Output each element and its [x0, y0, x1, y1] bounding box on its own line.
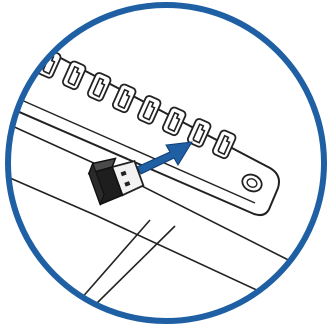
magnifier-ring [5, 2, 327, 324]
usb-port-icon [86, 72, 112, 102]
usb-port-icon [161, 106, 187, 137]
usb-port-icon [61, 60, 87, 91]
usb-port-icon [186, 118, 212, 148]
insert-arrow-icon [136, 141, 193, 175]
usb-ports [36, 49, 237, 160]
power-button-icon [241, 173, 263, 193]
usb-port-icon [211, 129, 237, 160]
usb-port-icon [136, 95, 162, 125]
usb-port-icon [111, 83, 137, 114]
magnified-view [8, 28, 324, 321]
usb-receiver-icon [87, 157, 145, 207]
